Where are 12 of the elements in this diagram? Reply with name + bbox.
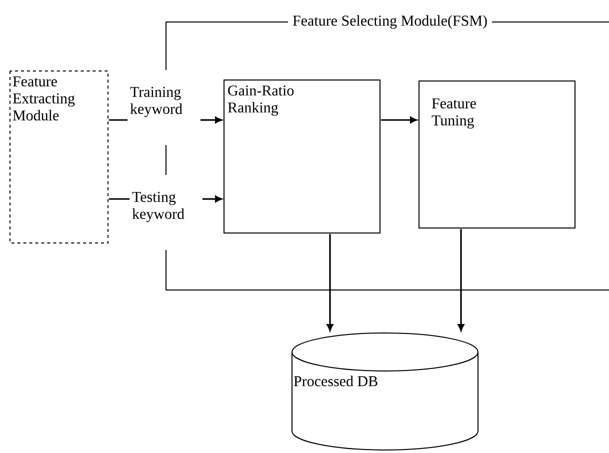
arrow [200, 116, 222, 124]
arrow [381, 116, 417, 124]
process-box: Gain-Ratio Ranking [224, 80, 380, 234]
database-cylinder: Processed DB [292, 332, 478, 450]
process-box: Feature Extracting Module [10, 70, 108, 244]
arrow [202, 196, 222, 202]
label-text: Training keyword [130, 86, 182, 118]
label-text: Testing keyword [132, 192, 184, 222]
arrow [326, 234, 334, 331]
arrow [458, 229, 464, 331]
process-box: Feature Tuning [418, 80, 576, 228]
node-label: Processed DB [294, 376, 378, 386]
